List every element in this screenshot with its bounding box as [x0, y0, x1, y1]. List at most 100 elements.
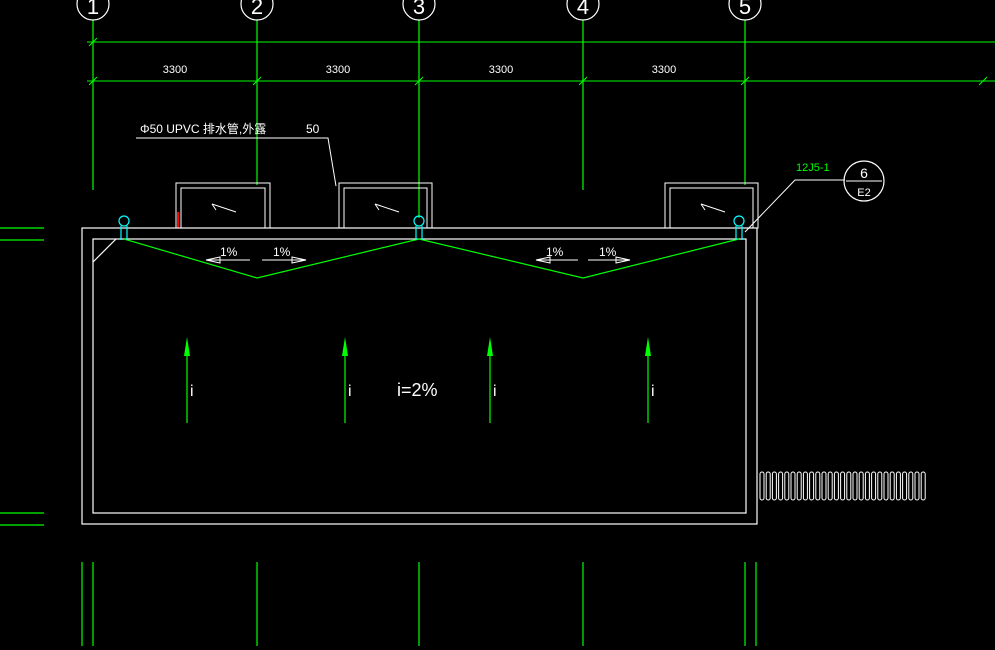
roof-slope-arrows: i i i i i=2%: [184, 337, 655, 423]
grating-slat: [895, 471, 901, 501]
corner-diagonal: [92, 238, 117, 263]
roof-outline: [81, 227, 758, 525]
axis-lines: [0, 20, 757, 646]
grating-slat: [914, 471, 920, 501]
gutter-slope-arrow-2: [291, 256, 307, 264]
gutter-slope-label-4: 1%: [599, 245, 617, 259]
grating-slat: [821, 471, 827, 501]
detail-ref-leader: [744, 179, 845, 233]
axis-label-1: 1: [87, 0, 99, 19]
roof-slope-arrow-3: i: [487, 337, 497, 423]
axis-bubble-3: [402, 0, 436, 21]
dimension-label-2: 3300: [326, 64, 350, 76]
roof-drains: [118, 215, 745, 240]
grating-slat: [765, 471, 771, 501]
grating-slat: [771, 471, 777, 501]
box-arrow-3-head: [700, 203, 706, 211]
grating-slat: [920, 471, 926, 501]
detail-ref-sheet: E2: [857, 187, 870, 199]
dim-tick-1a: [88, 37, 98, 47]
dimension-label-3: 3300: [489, 64, 513, 76]
dimension-label-1: 3300: [163, 64, 187, 76]
box-arrow-1: [211, 203, 237, 213]
roof-slope-arrow-4: i: [645, 337, 655, 423]
gutter-slope-3: 1%: [535, 245, 578, 264]
roof-slope-head-4: [645, 337, 651, 356]
grating-slat: [908, 471, 914, 501]
gutter-slope-2: 1%: [262, 245, 307, 264]
gutter-slope-label-1: 1%: [220, 245, 238, 259]
axis-label-2: 2: [251, 0, 263, 19]
dimension-labels: 3300 3300 3300 3300: [163, 64, 676, 76]
grating-slat: [902, 471, 908, 501]
grating-slat: [846, 471, 852, 501]
gutter-ridge-lines: [123, 238, 740, 279]
roof-drain-2: [413, 215, 425, 227]
axis-bubble-1: [76, 0, 110, 21]
dimension-label-4: 3300: [652, 64, 676, 76]
axis-bubbles: [76, 0, 762, 21]
grating-slat: [833, 471, 839, 501]
gutter-slope-label-3: 1%: [546, 245, 564, 259]
roof-slope-arrow-1: i: [184, 337, 194, 423]
pipe-note: Φ50 UPVC 排水管,外露 50: [136, 121, 337, 187]
roof-slope-head-1: [184, 337, 190, 356]
dim-tick-4: [578, 76, 588, 86]
roof-box-1-outer: [175, 182, 271, 229]
detail-ref-number: 6: [860, 165, 868, 181]
gutter-slope-label-2: 1%: [273, 245, 291, 259]
roof-drain-1: [118, 215, 130, 227]
roof-slope-label-1: i: [190, 383, 194, 400]
dim-tick-1b: [88, 76, 98, 86]
stair-grating: [759, 471, 926, 501]
pipe-note-leader: [136, 137, 337, 187]
grating-slat: [864, 471, 870, 501]
grating-slat: [889, 471, 895, 501]
roof-drain-3: [733, 215, 745, 227]
grating-slat: [778, 471, 784, 501]
box-arrow-2-head: [374, 203, 380, 211]
grating-slat: [858, 471, 864, 501]
rooftop-structures: [175, 182, 759, 229]
gutter-slope-arrow-3: [535, 256, 551, 264]
gutter-slope-1: 1%: [205, 245, 250, 264]
roof-slope-label-3: i: [493, 383, 497, 400]
axis-label-4: 4: [577, 0, 589, 19]
grating-slat: [796, 471, 802, 501]
grating-slat: [802, 471, 808, 501]
axis-label-3: 3: [413, 0, 425, 19]
box-arrow-1-head: [211, 203, 217, 211]
roof-box-2-outer: [338, 182, 433, 229]
gutter-valley-line: [123, 238, 740, 279]
dim-tick-5: [740, 76, 750, 86]
roof-slope-label-2: i: [348, 383, 352, 400]
axis-label-5: 5: [739, 0, 751, 19]
grating-slat: [883, 471, 889, 501]
axis-bubble-5: [728, 0, 762, 21]
roof-slope-label-4: i: [651, 383, 655, 400]
axis-bubble-4: [566, 0, 600, 21]
grating-slat: [827, 471, 833, 501]
roof-slope-head-2: [342, 337, 348, 356]
grating-slat: [815, 471, 821, 501]
grating-slat: [852, 471, 858, 501]
axis-bubble-2: [240, 0, 274, 21]
roof-slope-head-3: [487, 337, 493, 356]
roof-slope-main-label: i=2%: [397, 380, 438, 400]
gutter-slope-4: 1%: [588, 245, 631, 264]
detail-ref-code: 12J5-1: [796, 162, 830, 174]
grating-slat: [784, 471, 790, 501]
gutter-slope-arrow-4: [615, 256, 631, 264]
gutter-slope-arrow-1: [205, 256, 221, 264]
pipe-note-value: 50: [306, 122, 320, 136]
box-slope-arrows: [211, 203, 726, 213]
axis-bubble-labels: 1 2 3 4 5: [87, 0, 751, 19]
box-arrow-2: [374, 203, 400, 213]
pipe-note-text: Φ50 UPVC 排水管,外露: [140, 121, 266, 136]
grating-slat: [877, 471, 883, 501]
detail-reference: 12J5-1 6 E2: [744, 160, 885, 233]
grating-slat: [840, 471, 846, 501]
dim-tick-2: [252, 76, 262, 86]
